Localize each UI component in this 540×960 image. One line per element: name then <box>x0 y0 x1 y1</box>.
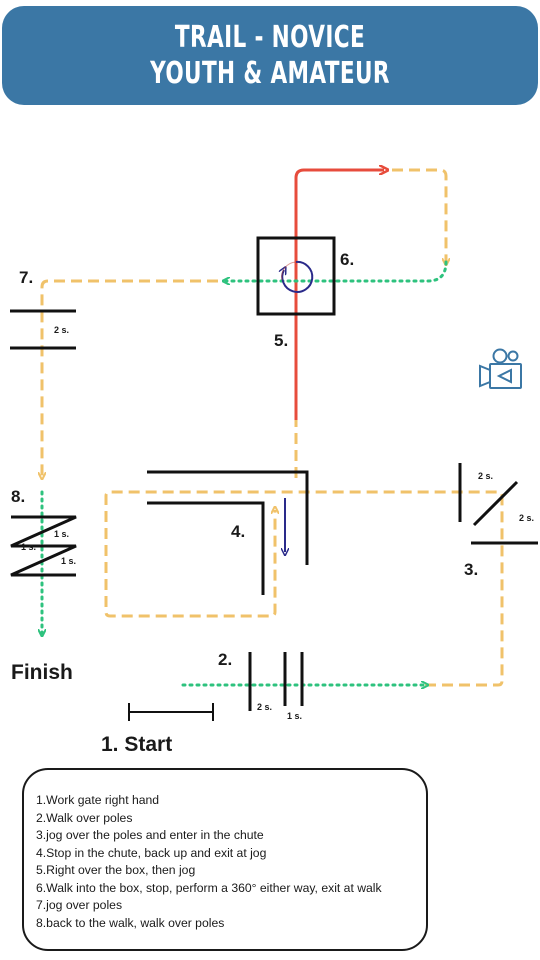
obstacle-label-4: 4. <box>231 522 245 541</box>
box-obstacle <box>256 236 336 316</box>
spacing-2a: 2 s. <box>257 702 272 712</box>
instructions-legend: 1.Work gate right hand 2.Walk over poles… <box>22 768 428 951</box>
title-line-2: YOUTH & AMATEUR <box>150 55 390 91</box>
walk-path-to-box <box>226 260 448 281</box>
legend-item: 4.Stop in the chute, back up and exit at… <box>36 845 267 860</box>
rotation-360-arrow <box>282 260 314 293</box>
obstacle-label-7: 7. <box>19 268 33 287</box>
legend-item: 7.jog over poles <box>36 898 123 912</box>
obstacle-label-5: 5. <box>274 331 288 350</box>
obstacle-label-2: 2. <box>218 650 232 669</box>
spacing-3a: 2 s. <box>478 471 493 481</box>
video-camera-icon <box>479 348 522 389</box>
start-label: 1. Start <box>101 733 172 756</box>
spacing-3b: 2 s. <box>519 513 534 523</box>
chute-inner-wall <box>147 501 265 595</box>
obstacle-label-6: 6. <box>340 250 354 269</box>
legend-item: 1.Work gate right hand <box>36 793 160 807</box>
spacing-2b: 1 s. <box>287 711 302 721</box>
spacing-8b: 1 s. <box>21 542 36 552</box>
legend-item: 3.jog over the poles and enter in the ch… <box>36 828 264 842</box>
legend-item: 6.Walk into the box, stop, perform a 360… <box>36 880 382 895</box>
zigzag-poles <box>10 515 77 577</box>
title-banner: TRAIL - NOVICE YOUTH & AMATEUR <box>2 6 538 105</box>
lope-right-path <box>294 170 384 420</box>
chute-outer-wall <box>147 470 309 565</box>
title-line-1: TRAIL - NOVICE <box>174 19 366 55</box>
legend-item: 2.Walk over poles <box>36 810 133 825</box>
spacing-7: 2 s. <box>54 325 69 335</box>
pole-3b <box>472 480 519 527</box>
obstacle-label-3: 3. <box>464 560 478 579</box>
jog-path-to-chute <box>104 490 504 687</box>
jog-path-left-side <box>42 279 218 476</box>
obstacle-label-8: 8. <box>11 487 25 506</box>
finish-label: Finish <box>11 661 73 684</box>
jog-path-right-side <box>392 168 446 262</box>
spacing-8a: 1 s. <box>54 529 69 539</box>
spacing-8c: 1 s. <box>61 556 76 566</box>
legend-item: 5.Right over the box, then jog <box>36 863 196 877</box>
legend-item: 8.back to the walk, walk over poles <box>36 915 225 930</box>
